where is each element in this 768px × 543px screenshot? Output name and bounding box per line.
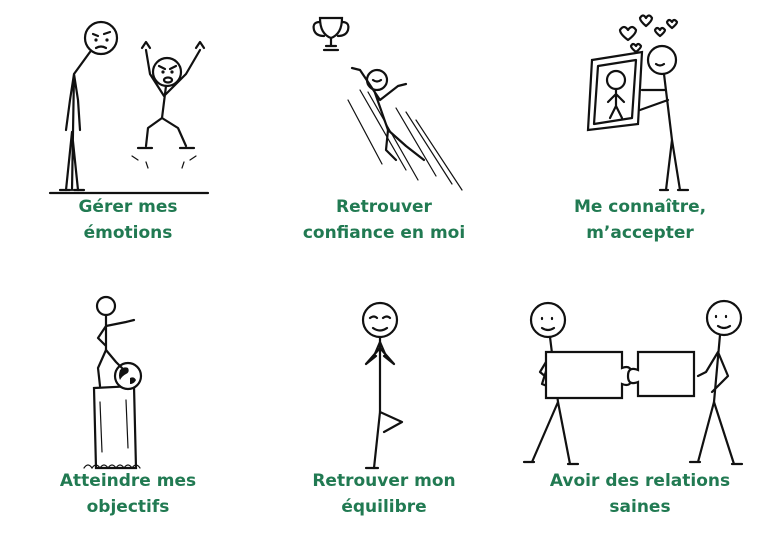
- caption-line-1: Atteindre mes: [59, 471, 197, 491]
- emotions-illustration-icon: [48, 20, 210, 195]
- card-caption: Retrouver confiance en moi: [256, 194, 512, 246]
- card-caption: Me connaître, m’accepter: [512, 194, 768, 246]
- caption-line-1: Gérer mes: [78, 197, 178, 217]
- balance-illustration-icon: [361, 301, 404, 470]
- caption-line-2: m’accepter: [586, 223, 694, 243]
- caption-line-2: émotions: [83, 223, 173, 243]
- card-gerer-emotions: Gérer mes émotions: [0, 0, 256, 271]
- caption-line-2: saines: [609, 497, 671, 517]
- caption-line-2: équilibre: [341, 497, 427, 517]
- card-caption: Avoir des relations saines: [512, 468, 768, 520]
- card-caption: Retrouver mon équilibre: [256, 468, 512, 520]
- self-acceptance-illustration-icon: [586, 14, 690, 192]
- goals-illustration-icon: [83, 295, 143, 470]
- card-connaitre-accepter: Me connaître, m’accepter: [512, 0, 768, 271]
- card-caption: Atteindre mes objectifs: [0, 468, 256, 520]
- caption-line-1: Retrouver mon: [312, 471, 456, 491]
- caption-line-1: Retrouver: [336, 197, 432, 217]
- caption-line-2: objectifs: [86, 497, 170, 517]
- caption-line-1: Avoir des relations: [549, 471, 731, 491]
- card-atteindre-objectifs: Atteindre mes objectifs: [0, 272, 256, 543]
- card-retrouver-confiance: Retrouver confiance en moi: [256, 0, 512, 271]
- card-relations-saines: Avoir des relations saines: [512, 272, 768, 543]
- card-caption: Gérer mes émotions: [0, 194, 256, 246]
- relationships-illustration-icon: [522, 299, 744, 466]
- caption-line-2: confiance en moi: [302, 223, 466, 243]
- confidence-illustration-icon: [312, 16, 463, 191]
- card-retrouver-equilibre: Retrouver mon équilibre: [256, 272, 512, 543]
- caption-line-1: Me connaître,: [573, 197, 707, 217]
